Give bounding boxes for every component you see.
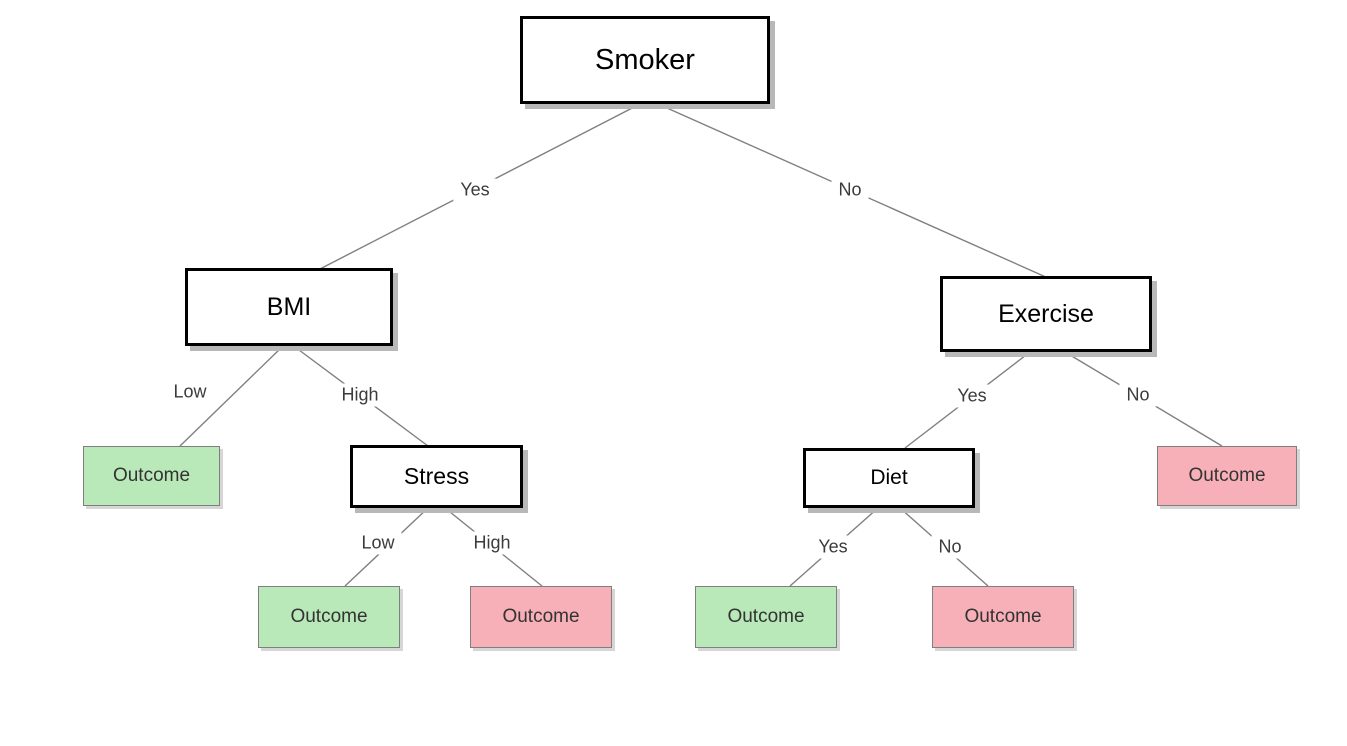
node-outcome-bmi-low: Outcome — [83, 446, 220, 506]
node-outcome-stress-low-label: Outcome — [290, 606, 368, 627]
node-outcome-diet-no: Outcome — [932, 586, 1074, 648]
edge-label-smoker-yes: Yes — [453, 178, 497, 202]
edge-label-bmi-low: Low — [166, 380, 214, 404]
edge-label-diet-no: No — [931, 535, 969, 559]
edge-label-smoker-no: No — [831, 178, 869, 202]
edge-label-stress-high: High — [466, 531, 518, 555]
edge-bmi-outcome-low — [179, 346, 283, 447]
edge-label-diet-yes: Yes — [811, 535, 855, 559]
node-smoker-label: Smoker — [595, 43, 695, 76]
edge-label-stress-low: Low — [354, 531, 402, 555]
node-outcome-diet-yes-label: Outcome — [727, 606, 805, 627]
node-exercise: Exercise — [940, 276, 1152, 352]
edge-label-bmi-high: High — [334, 383, 386, 407]
node-outcome-stress-high-label: Outcome — [502, 606, 580, 627]
node-diet: Diet — [803, 448, 975, 508]
node-outcome-exercise-no-label: Outcome — [1188, 465, 1266, 486]
node-outcome-stress-high: Outcome — [470, 586, 612, 648]
edge-label-exercise-yes: Yes — [950, 384, 994, 408]
node-stress: Stress — [350, 445, 523, 508]
node-outcome-bmi-low-label: Outcome — [112, 465, 191, 486]
node-exercise-label: Exercise — [998, 299, 1094, 328]
node-outcome-exercise-no: Outcome — [1157, 446, 1297, 506]
node-outcome-stress-low: Outcome — [258, 586, 400, 648]
node-stress-label: Stress — [403, 463, 470, 489]
node-smoker: Smoker — [520, 16, 770, 104]
node-bmi-label: BMI — [266, 292, 312, 321]
node-diet-label: Diet — [870, 466, 908, 489]
node-outcome-diet-no-label: Outcome — [964, 606, 1042, 627]
node-outcome-diet-yes: Outcome — [695, 586, 837, 648]
node-bmi: BMI — [185, 268, 393, 346]
edge-label-exercise-no: No — [1119, 383, 1157, 407]
